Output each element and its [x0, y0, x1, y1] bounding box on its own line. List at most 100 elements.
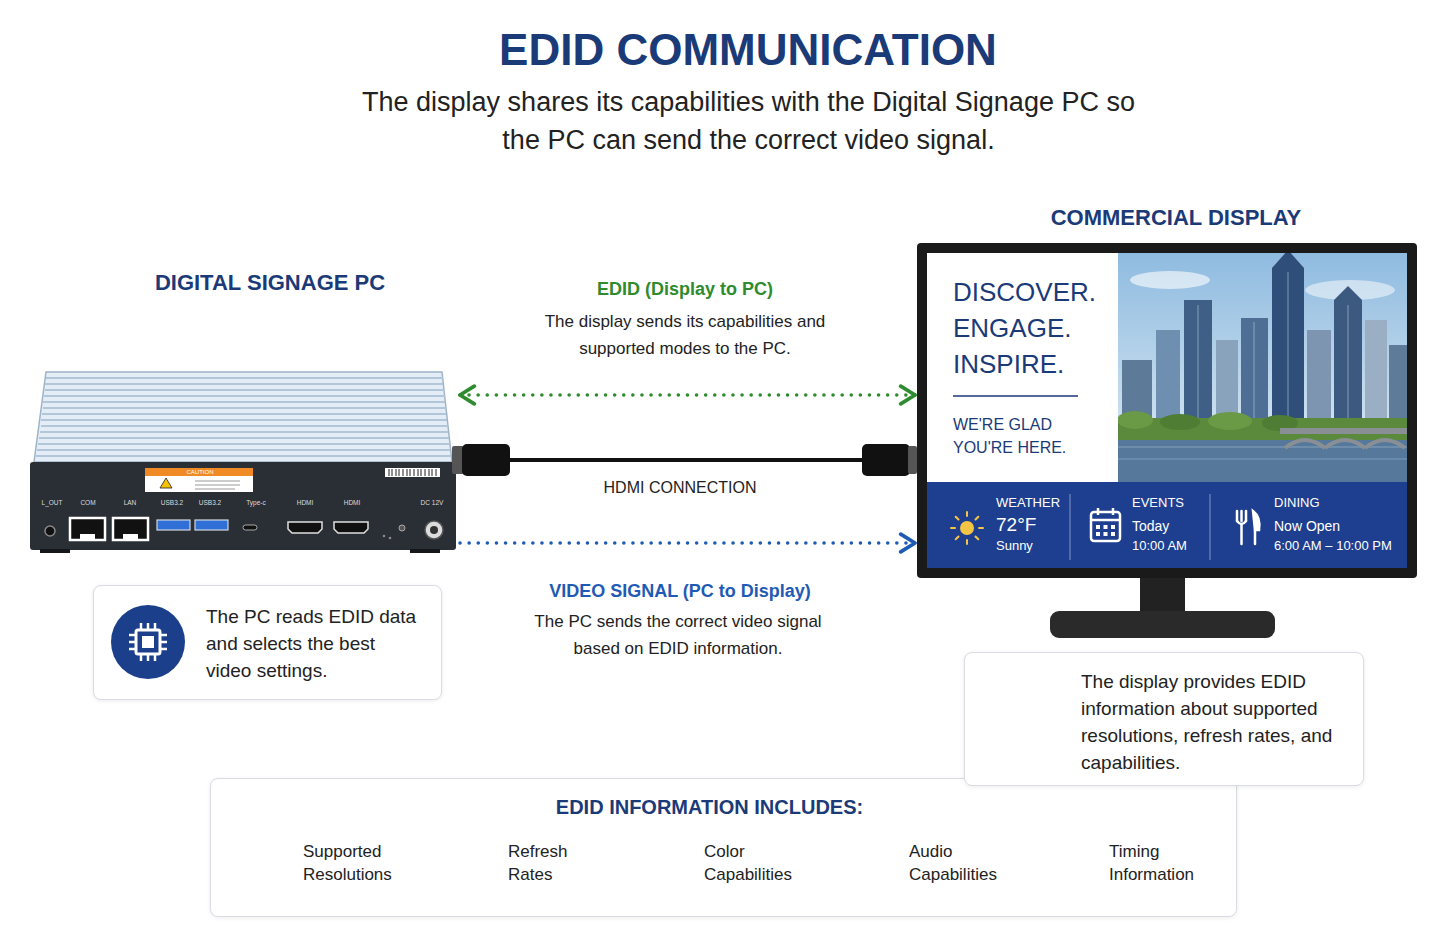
pc-illustration: [45, 383, 443, 385]
monitor-illustration: [1140, 576, 1185, 614]
info-box: The display provides EDID information ab…: [964, 652, 1364, 786]
color-icon: [645, 844, 683, 880]
weather-icon: [966, 512, 968, 516]
monitor-illustration: [917, 243, 1417, 578]
weather-icon: [976, 517, 979, 520]
color-icon: [645, 858, 667, 880]
pc-illustration: [39, 437, 449, 439]
chip-icon: [154, 654, 157, 661]
sticker-text: CAUTION: [150, 468, 250, 476]
city-photo: [1198, 272, 1348, 440]
pc-illustration: [410, 549, 440, 553]
box-text: The PC reads EDID data and selects the b…: [206, 603, 421, 684]
hero-panel: DISCOVER. ENGAGE. INSPIRE.WE'RE GLAD YOU…: [927, 253, 1118, 480]
feature-text: Supported Resolutions: [303, 840, 413, 886]
monitor-illustration: [1210, 494, 1211, 560]
display-device: COMMERCIAL DISPLAYDISCOVER. ENGAGE. INSP…: [915, 200, 1420, 645]
item-divider: [421, 840, 1025, 890]
calendar-icon: [1112, 508, 1115, 515]
hero-text: WE'RE GLAD YOU'RE HERE.: [953, 413, 1078, 459]
calendar-icon: [1104, 532, 1108, 536]
pc-illustration: [42, 413, 446, 415]
calendar-icon: [1097, 508, 1100, 515]
monitor-icon: [1011, 728, 1033, 732]
hero-heading: DISCOVER. ENGAGE. INSPIRE.: [953, 274, 1123, 382]
pc-illustration: [160, 478, 172, 488]
monitor-icon: [984, 673, 1060, 749]
pc-illustration: [38, 443, 450, 445]
tile-heading: EVENTS: [1132, 495, 1207, 511]
pc-illustration: [43, 407, 446, 409]
city-photo: [1272, 253, 1304, 440]
tile-heading: DINING: [1274, 495, 1404, 511]
tile-text: 10:00 AM: [1132, 538, 1207, 554]
tile-value: Today: [1132, 518, 1207, 535]
speaker-icon: [876, 857, 879, 871]
city-photo: [1285, 440, 1405, 448]
weather-icon: [966, 540, 968, 544]
city-photo: [1118, 253, 1407, 482]
pc-illustration: [41, 425, 448, 427]
node-heading: DIGITAL SIGNAGE PC: [70, 270, 470, 296]
pc-illustration: [40, 431, 448, 433]
city-photo: [1118, 440, 1407, 482]
city-photo: [1118, 253, 1407, 482]
diagram-title: EDID COMMUNICATION: [20, 24, 1456, 76]
hdmi-plug: [862, 444, 910, 476]
pc-illustration: [418, 469, 419, 476]
tile-value: Now Open: [1274, 518, 1404, 535]
grid-icon: [271, 843, 274, 882]
feature-text: Timing Information: [1109, 840, 1209, 886]
calendar-icon: [1104, 525, 1108, 529]
dining-icon: [1245, 511, 1248, 521]
monitor-illustration: [927, 253, 1407, 568]
pc-illustration: [389, 469, 436, 476]
city-photo: [1160, 414, 1200, 430]
city-photo: [1288, 272, 1289, 440]
weather-icon: [951, 527, 955, 529]
pc-illustration: [334, 522, 368, 533]
pc-illustration: [45, 526, 55, 536]
edge-label: VIDEO SIGNAL (PC to Display): [480, 580, 880, 602]
pc-illustration: [432, 469, 433, 476]
feature-item: Color Capabilities: [641, 836, 821, 896]
tile-value: 72°F: [996, 514, 1066, 536]
chip-icon: [129, 648, 136, 651]
port-label: HDMI: [285, 499, 325, 507]
dining-icon: [1240, 525, 1243, 544]
chip-icon: [136, 630, 160, 654]
pc-illustration: [80, 534, 95, 540]
item-divider: [420, 840, 422, 890]
color-icon: [661, 858, 683, 880]
port-label: LAN: [110, 499, 150, 507]
port-label: L_OUT: [32, 499, 72, 507]
pc-illustration: [389, 469, 390, 476]
feature-item: Timing Information: [1046, 836, 1226, 896]
refresh-icon: [452, 869, 484, 882]
pc-illustration: [410, 469, 411, 476]
city-photo: [1118, 411, 1153, 429]
refresh-icon: [450, 874, 459, 882]
pc-illustration: [36, 378, 451, 456]
calendar-icon: [1091, 512, 1120, 541]
dining-icon: [1253, 511, 1259, 530]
pc-illustration: [195, 485, 240, 486]
edge-label: EDID (Display to PC): [485, 278, 885, 300]
panel-heading: EDID INFORMATION INCLUDES:: [196, 795, 1223, 819]
grid-icon: [258, 843, 261, 882]
port-label: COM: [68, 499, 108, 507]
feature-item: Refresh Rates: [441, 836, 621, 896]
pc-illustration: [396, 469, 397, 476]
port-label: DC 12V: [412, 499, 452, 507]
hdmi-plug: [462, 444, 510, 476]
pc-illustration: [403, 469, 404, 476]
pc-illustration: [195, 481, 240, 489]
pc-illustration: [414, 469, 415, 476]
pc-illustration: [425, 521, 443, 539]
monitor-illustration: [927, 482, 1407, 568]
pc-illustration: [195, 489, 235, 490]
info-panel: EDID INFORMATION INCLUDES:Supported Reso…: [210, 778, 1237, 917]
pc-illustration: [30, 372, 456, 553]
pc-illustration: [421, 469, 422, 476]
pc-illustration: [399, 469, 400, 476]
